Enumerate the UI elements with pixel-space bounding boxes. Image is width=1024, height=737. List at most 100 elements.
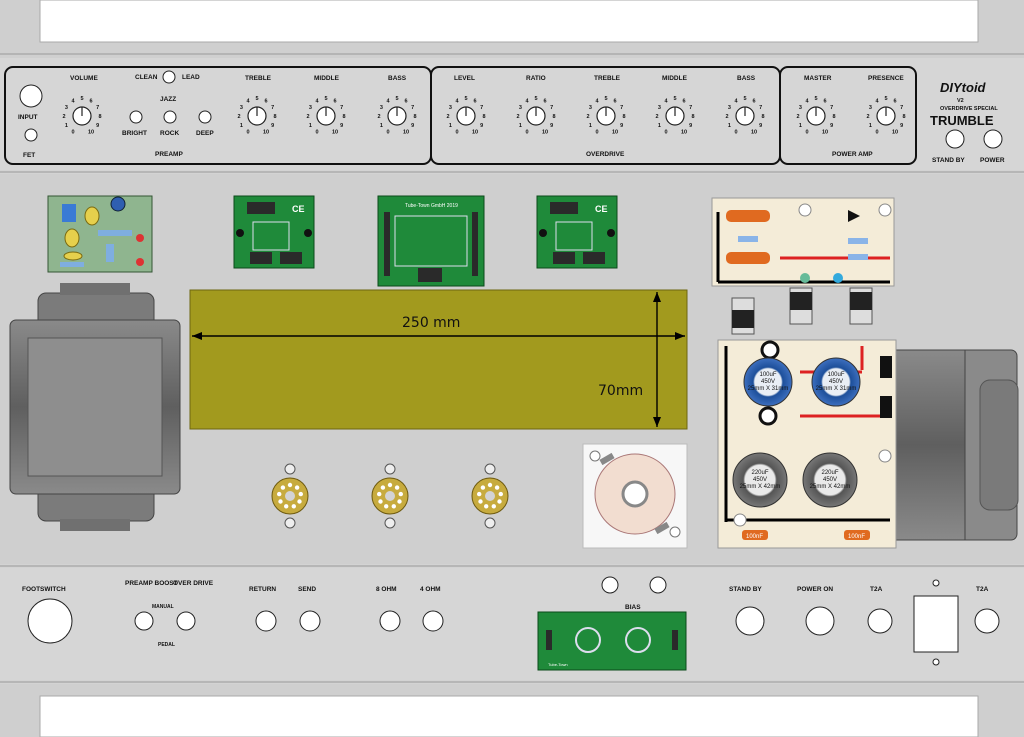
- bright-switch[interactable]: [129, 110, 143, 124]
- input-label: INPUT: [18, 114, 38, 121]
- dial-number: 3: [65, 105, 68, 111]
- od-middle-label: MIDDLE: [662, 75, 688, 82]
- power-supply-pcb: [717, 339, 897, 549]
- drive-jack[interactable]: [176, 611, 196, 631]
- fet-switch[interactable]: [24, 128, 38, 142]
- footswitch-jack[interactable]: [27, 598, 73, 644]
- dial-number: 5: [673, 96, 676, 102]
- capacitor-label: 25mm X 31mm: [816, 386, 857, 392]
- capacitor-label: 25mm X 42mm: [740, 484, 781, 490]
- standby-rear-switch[interactable]: [735, 606, 765, 636]
- dial-number: 4: [386, 98, 390, 104]
- boost-jack[interactable]: [134, 611, 154, 631]
- tube-socket: [471, 463, 509, 529]
- dial-number: 10: [542, 130, 548, 136]
- iec-inlet[interactable]: [913, 595, 959, 653]
- bias-test-point-1[interactable]: [601, 576, 619, 594]
- return-jack[interactable]: [255, 610, 277, 632]
- fuse1-holder[interactable]: [867, 608, 893, 634]
- dial-number: 5: [884, 96, 887, 102]
- dial-number: 2: [796, 114, 799, 120]
- bright-label: BRIGHT: [122, 130, 147, 137]
- dial-number: 4: [875, 98, 879, 104]
- tube-pcb-left: CE: [233, 195, 315, 269]
- power-on-switch[interactable]: [805, 606, 835, 636]
- dial-number: 9: [550, 123, 553, 129]
- dial-number: 2: [306, 114, 309, 120]
- channel-switch[interactable]: [162, 70, 176, 84]
- dial-number: 8: [98, 114, 101, 120]
- dial-number: 3: [589, 105, 592, 111]
- rock-jazz-switch[interactable]: [163, 110, 177, 124]
- dial-number: 8: [273, 114, 276, 120]
- dial-number: 8: [691, 114, 694, 120]
- fuse2-holder[interactable]: [974, 608, 1000, 634]
- capacitor-label: 25mm X 31mm: [748, 386, 789, 392]
- dial-number: 1: [65, 123, 68, 129]
- send-jack[interactable]: [299, 610, 321, 632]
- tube-pcb-right: CE: [536, 195, 618, 269]
- preamp-label: PREAMP: [155, 151, 183, 158]
- dial-number: 1: [380, 123, 383, 129]
- dial-number: 2: [866, 114, 869, 120]
- dial-number: 5: [814, 96, 817, 102]
- dial-number: 3: [799, 105, 802, 111]
- dial-number: 2: [655, 114, 658, 120]
- tube-sockets: [271, 463, 509, 529]
- dial-number: 4: [455, 98, 459, 104]
- over-drive-label: OVER DRIVE: [173, 580, 214, 587]
- deep-switch[interactable]: [198, 110, 212, 124]
- 8ohm-label: 8 OHM: [376, 586, 397, 593]
- power-switch[interactable]: [983, 129, 1003, 149]
- dial-number: 1: [658, 123, 661, 129]
- dial-number: 7: [620, 105, 623, 111]
- bottom-cutout: [39, 695, 979, 737]
- bias-test-point-2[interactable]: [649, 576, 667, 594]
- manual-label: MANUAL: [152, 604, 174, 610]
- bias-pcb: Tube-Town: [537, 611, 687, 671]
- tube-pcb-center: Tube-Town GmbH 2019: [377, 195, 485, 287]
- tube-socket: [271, 463, 309, 529]
- dial-number: 6: [893, 98, 896, 104]
- od-bass-label: BASS: [737, 75, 756, 82]
- dial-number: 0: [455, 130, 458, 136]
- rear-panel: [0, 568, 1024, 680]
- dial-number: 4: [525, 98, 529, 104]
- dial-number: 10: [751, 130, 757, 136]
- dial-number: 5: [464, 96, 467, 102]
- dial-number: 0: [525, 130, 528, 136]
- tube-town-label: Tube-Town GmbH 2019: [405, 203, 458, 209]
- dial-number: 8: [832, 114, 835, 120]
- dial-number: 8: [622, 114, 625, 120]
- speaker-4ohm-jack[interactable]: [422, 610, 444, 632]
- top-cutout: [39, 0, 979, 43]
- dial-number: 8: [902, 114, 905, 120]
- dial-number: 6: [823, 98, 826, 104]
- speaker-8ohm-jack[interactable]: [379, 610, 401, 632]
- height-dimension-label: 70mm: [598, 383, 643, 399]
- dial-number: 7: [689, 105, 692, 111]
- brand-logo: DIYtoid: [940, 80, 987, 95]
- middle-label: MIDDLE: [314, 75, 340, 82]
- dial-number: 1: [728, 123, 731, 129]
- dial-number: 5: [534, 96, 537, 102]
- dial-number: 10: [822, 130, 828, 136]
- input-jack[interactable]: [19, 84, 43, 108]
- dial-number: 6: [333, 98, 336, 104]
- dial-number: 4: [246, 98, 250, 104]
- dial-number: 10: [332, 130, 338, 136]
- standby-switch[interactable]: [945, 129, 965, 149]
